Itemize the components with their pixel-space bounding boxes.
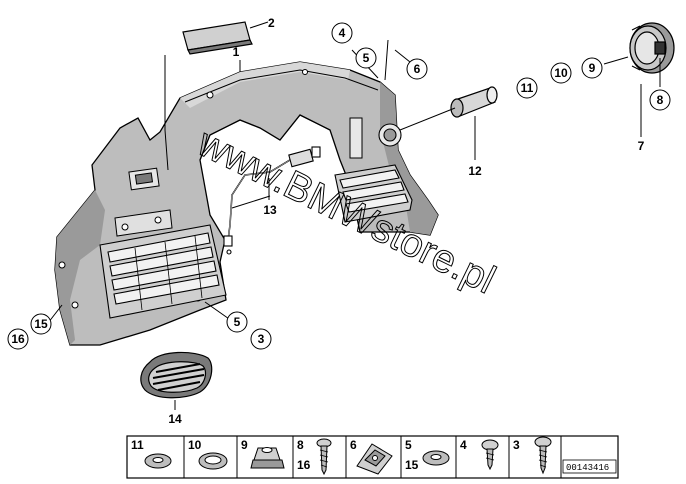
callout-11-circle [516, 77, 538, 99]
parts-strip: 11 10 9 8 16 6 5 15 4 3 [126, 435, 619, 479]
washer-10-icon [198, 452, 228, 470]
callout-1: 1 [233, 45, 240, 59]
side-vent-grille [334, 164, 413, 223]
part-14-vent [140, 351, 213, 399]
callout-16: 16 [11, 332, 25, 346]
clip-nut-6-icon [356, 443, 393, 475]
main-vent-grille [99, 224, 227, 319]
callout-3-circle [250, 328, 272, 350]
callout-8-circle [649, 89, 671, 111]
callout-12: 12 [468, 164, 482, 178]
strip-cell-8-top: 8 [297, 438, 304, 452]
callout-4: 4 [339, 26, 346, 40]
callout-5-top-circle [355, 47, 377, 69]
strip-cell-3-top: 3 [513, 438, 520, 452]
callout-15: 15 [34, 317, 48, 331]
strip-cell-5-bottom: 15 [405, 458, 419, 472]
callout-4-circle [331, 22, 353, 44]
callout-5-top: 5 [363, 51, 370, 65]
screw-8-icon [316, 438, 332, 476]
callout-10: 10 [554, 66, 568, 80]
callout-3: 3 [258, 332, 265, 346]
part-2-cover [182, 21, 253, 55]
panel-socket [378, 123, 402, 147]
callouts [7, 22, 671, 350]
part-7-knob [629, 22, 675, 74]
callout-14: 14 [168, 412, 182, 426]
callout-labels: 1 2 4 5 6 11 10 9 8 7 12 13 14 15 16 5 3 [11, 16, 663, 426]
washer-11-icon [144, 453, 172, 469]
callout-9: 9 [589, 61, 596, 75]
strip-cell-10-top: 10 [188, 438, 202, 452]
callout-2: 2 [268, 16, 275, 30]
callout-9-circle [581, 57, 603, 79]
strip-cell-5-top: 5 [405, 438, 412, 452]
callout-10-circle [550, 62, 572, 84]
callout-6-circle [406, 58, 428, 80]
callout-5-bottom: 5 [234, 315, 241, 329]
callout-13: 13 [263, 203, 277, 217]
callout-15-circle [30, 313, 52, 335]
strip-cell-6-top: 6 [350, 438, 357, 452]
callout-16-circle [7, 328, 29, 350]
strip-cell-4-top: 4 [460, 438, 467, 452]
strip-cell-9-top: 9 [241, 438, 248, 452]
strip-cell-11-top: 11 [131, 438, 144, 452]
nut-9-icon [250, 447, 285, 469]
callout-6: 6 [414, 62, 421, 76]
callout-11: 11 [521, 81, 534, 95]
part-13-sensor [223, 146, 321, 255]
part-12-connector [450, 86, 498, 118]
callout-8: 8 [657, 93, 664, 107]
screw-3-icon [534, 436, 552, 475]
callout-5-bottom-circle [226, 311, 248, 333]
screw-4-icon [481, 439, 499, 471]
callout-7: 7 [638, 139, 645, 153]
panel-details [58, 69, 379, 309]
panel-shading [55, 62, 438, 345]
diagram-code: 00143416 [566, 463, 609, 473]
strip-cell-8-bottom: 16 [297, 458, 311, 472]
washer-5-icon [422, 450, 450, 466]
